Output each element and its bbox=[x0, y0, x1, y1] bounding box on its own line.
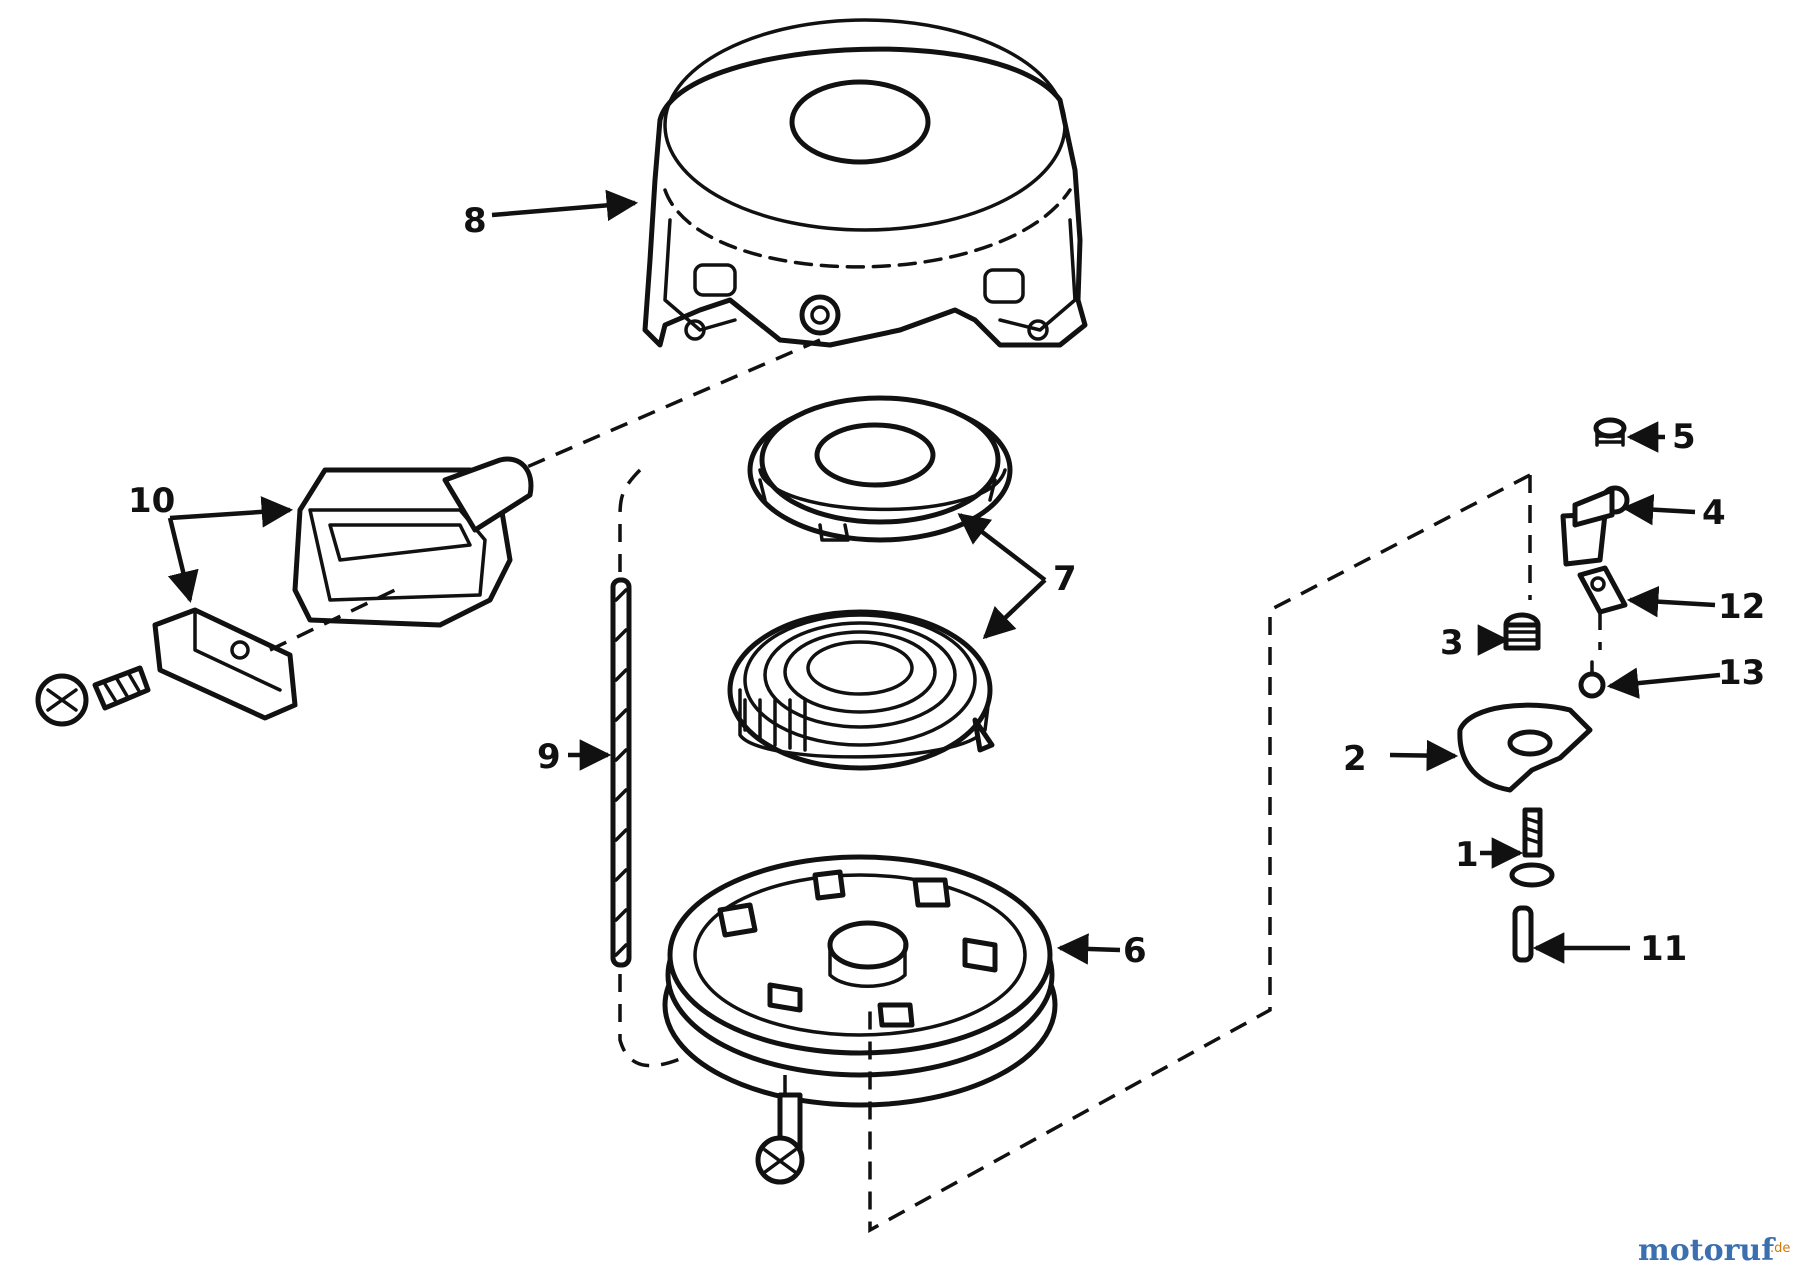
callout-12: 12 bbox=[1718, 587, 1765, 627]
callout-3: 3 bbox=[1440, 623, 1464, 663]
shoulder-screw bbox=[1509, 807, 1555, 888]
watermark-suffix: .de bbox=[1770, 1241, 1790, 1256]
callout-5: 5 bbox=[1672, 417, 1696, 457]
watermark-brand: motoruf bbox=[1638, 1233, 1776, 1268]
callout-7: 7 bbox=[1053, 559, 1077, 599]
callout-6: 6 bbox=[1123, 931, 1147, 971]
spring bbox=[1503, 612, 1541, 651]
callout-13: 13 bbox=[1718, 653, 1765, 693]
callout-11: 11 bbox=[1640, 929, 1687, 969]
watermark: motoruf .de bbox=[1638, 1233, 1790, 1268]
callout-10: 10 bbox=[128, 481, 175, 521]
pulley bbox=[662, 854, 1058, 1108]
pulley-screw bbox=[755, 1092, 805, 1185]
small-screw bbox=[1578, 660, 1606, 699]
cam-plate bbox=[1457, 702, 1593, 793]
starter-housing bbox=[642, 18, 1088, 348]
callout-9: 9 bbox=[537, 737, 561, 777]
spring-cup bbox=[747, 395, 1013, 543]
callout-4: 4 bbox=[1702, 493, 1726, 533]
callout-arrows bbox=[167, 189, 1721, 965]
link-plate bbox=[1577, 565, 1628, 615]
callout-1: 1 bbox=[1455, 835, 1479, 875]
callout-8: 8 bbox=[463, 201, 487, 241]
small-spring-top bbox=[1593, 417, 1627, 447]
callout-2: 2 bbox=[1343, 739, 1367, 779]
recoil-spring bbox=[727, 609, 995, 771]
pawl bbox=[1560, 485, 1630, 567]
starter-handle bbox=[292, 456, 534, 628]
starter-rope bbox=[610, 577, 632, 968]
pin bbox=[1512, 905, 1534, 963]
handle-screw bbox=[35, 665, 151, 727]
handle-insert bbox=[152, 607, 298, 721]
